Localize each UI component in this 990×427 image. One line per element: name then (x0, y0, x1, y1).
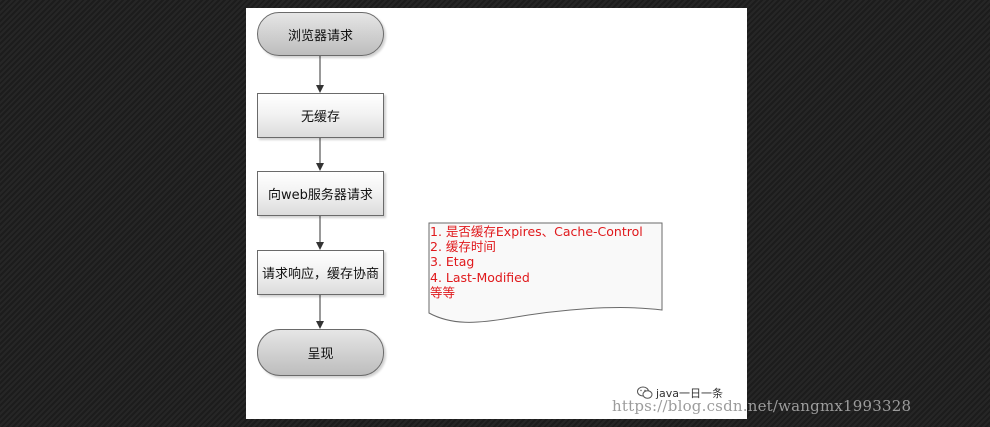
node-label: 无缓存 (300, 110, 340, 125)
wechat-label: java一日一条 (656, 387, 724, 400)
note-line: 1. 是否缓存Expires、Cache-Control (430, 224, 643, 239)
cache-note: 1. 是否缓存Expires、Cache-Control 2. 缓存时间 3. … (430, 224, 643, 300)
node-label: 请求响应，缓存协商 (261, 267, 379, 282)
node-label: 呈现 (307, 347, 334, 362)
flow-node-browser-request: 浏览器请求 (257, 12, 384, 56)
flow-node-no-cache: 无缓存 (257, 93, 384, 138)
node-label: 浏览器请求 (287, 28, 353, 44)
flow-node-request-server: 向web服务器请求 (257, 171, 384, 216)
note-line: 等等 (430, 284, 456, 300)
note-line: 3. Etag (430, 254, 475, 270)
note-line: 4. Last-Modified (430, 269, 530, 285)
connector-layer (316, 56, 663, 329)
note-line: 2. 缓存时间 (430, 239, 496, 255)
flow-node-response-cache: 请求响应，缓存协商 (257, 250, 384, 295)
wechat-icon (637, 386, 653, 399)
diagram-canvas: 浏览器请求 无缓存 向web服务器请求 请求响应，缓存协商 呈现 1. 是否缓存… (246, 8, 747, 419)
note-shape (428, 222, 663, 323)
wechat-credit: java一日一条 (637, 385, 723, 401)
flow-node-render: 呈现 (257, 329, 384, 376)
watermark-url: https://blog.csdn.net/wangmx1993328 (612, 397, 912, 415)
node-label: 向web服务器请求 (268, 188, 373, 203)
